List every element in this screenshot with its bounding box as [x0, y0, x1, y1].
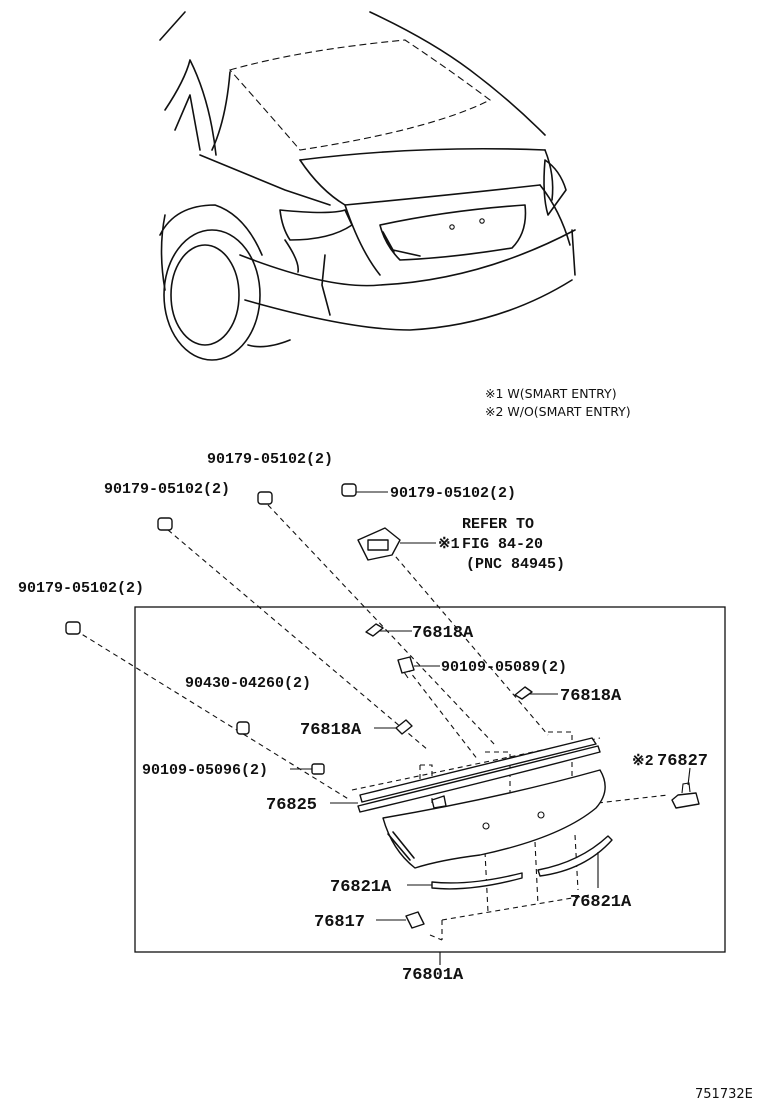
label-76817: 76817	[314, 913, 365, 932]
label-76818A-1: 76818A	[412, 624, 474, 643]
switch-assembly-icon	[357, 527, 401, 561]
label-76821A-right: 76821A	[570, 893, 632, 912]
pad-icon-2	[514, 686, 533, 700]
pad-icon-1	[365, 623, 384, 637]
refer-line-1: REFER TO	[462, 516, 534, 533]
vehicle-rear-illustration	[159, 11, 576, 361]
clip-icon-top	[257, 491, 273, 505]
assembly-frame	[134, 606, 726, 953]
label-76827: 76827	[657, 752, 708, 771]
pad-icon-3	[395, 719, 413, 735]
label-76821A-left: 76821A	[330, 878, 392, 897]
clip-icon-far-left	[65, 621, 81, 635]
label-90179-left: 90179-05102(2)	[104, 481, 230, 498]
note-smart-entry-without: ※2 W/O(SMART ENTRY)	[485, 404, 631, 419]
label-76818A-2: 76818A	[560, 687, 622, 706]
label-76801A: 76801A	[402, 966, 464, 985]
solid-leaders	[290, 491, 691, 965]
label-90109-05096: 90109-05096(2)	[142, 762, 268, 779]
label-76827-marker: ※2	[632, 753, 654, 770]
garnish-assembly-drawing	[357, 737, 613, 890]
bracket-icon-76827	[671, 782, 700, 809]
label-90430-04260: 90430-04260(2)	[185, 675, 311, 692]
refer-line-2: FIG 84-20	[462, 536, 543, 553]
label-76825: 76825	[266, 796, 317, 815]
note-smart-entry-with: ※1 W(SMART ENTRY)	[485, 386, 617, 401]
screw-icon-90109-05089	[397, 656, 415, 679]
label-76818A-3: 76818A	[300, 721, 362, 740]
label-90109-05089: 90109-05089(2)	[441, 659, 567, 676]
figure-code: 751732E	[695, 1087, 753, 1102]
label-90179-top: 90179-05102(2)	[207, 451, 333, 468]
refer-marker: ※1	[438, 536, 460, 553]
cap-icon-76817	[405, 911, 425, 929]
refer-line-3: (PNC 84945)	[466, 556, 565, 573]
clip-icon-right	[341, 483, 357, 497]
screw-icon-90109-05096	[311, 763, 325, 775]
nut-icon-90430	[236, 721, 250, 735]
label-90179-far: 90179-05102(2)	[18, 580, 144, 597]
clip-icon-left	[157, 517, 173, 531]
label-90179-right: 90179-05102(2)	[390, 485, 516, 502]
